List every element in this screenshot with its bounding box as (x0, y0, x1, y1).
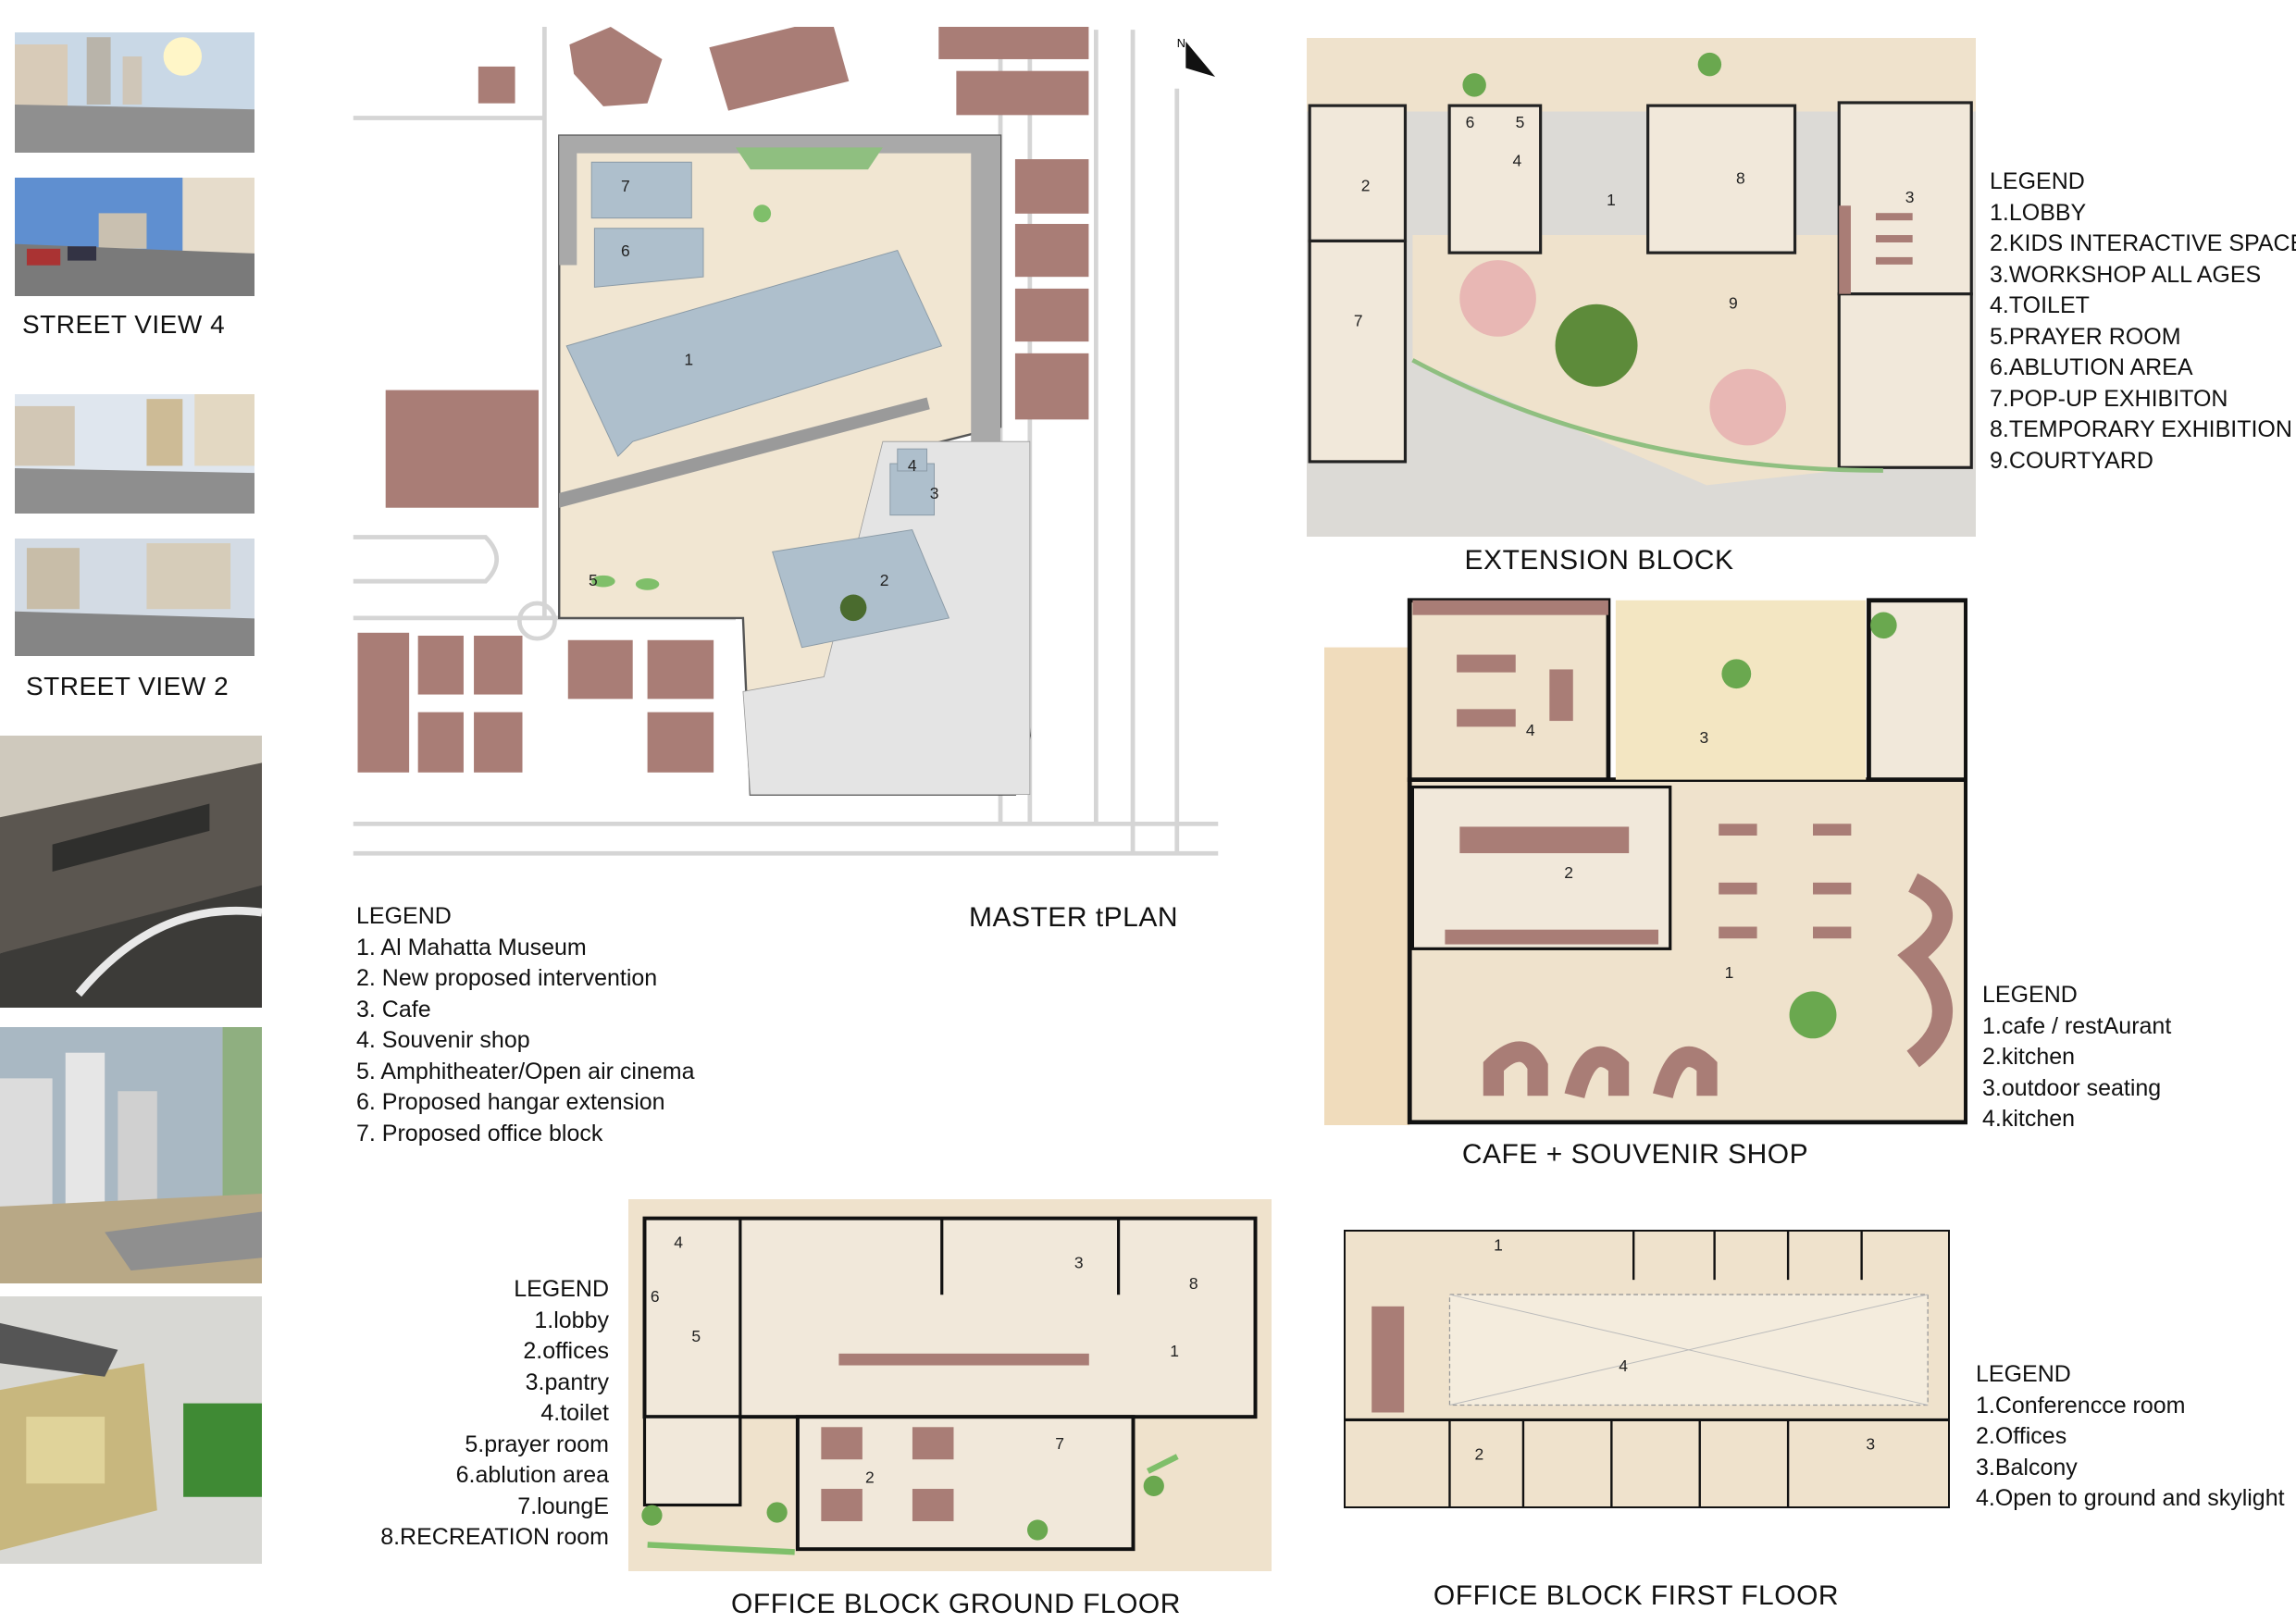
legend-item: 6. Proposed hangar extension (356, 1089, 665, 1115)
office-first-floor-plan: 1 2 3 4 (1344, 1230, 1950, 1508)
plan-label: 3 (1700, 728, 1709, 747)
plan-label: 5 (1516, 113, 1525, 131)
street-photo (15, 32, 254, 153)
plan-label: 6 (621, 242, 630, 260)
legend-item: 9.COURTYARD (1990, 447, 2153, 474)
street-photo (15, 539, 254, 656)
extension-block-plan: 1 2 3 4 5 6 7 8 9 (1307, 38, 1976, 537)
plan-label: 9 (1729, 294, 1738, 313)
legend-item: 1.Conferencce room (1976, 1392, 2186, 1419)
plan-label: 8 (1189, 1274, 1198, 1293)
legend-item: 8.TEMPORARY EXHIBITION (1990, 416, 2292, 442)
legend-item: 2.Offices (1976, 1423, 2067, 1449)
cafe-plan: 1 2 3 4 (1324, 596, 1967, 1125)
plan-label: 3 (1905, 188, 1915, 206)
plan-label: 1 (684, 351, 693, 369)
plan-label: 3 (1074, 1254, 1084, 1272)
legend-item: 1.LOBBY (1990, 199, 2087, 226)
legend-heading: LEGEND (1976, 1361, 2071, 1387)
legend-item: 1.cafe / restAurant (1982, 1012, 2172, 1039)
plan-label: 2 (1361, 176, 1371, 194)
legend-item: 3.WORKSHOP ALL AGES (1990, 261, 2262, 288)
legend-item: 3.pantry (525, 1369, 609, 1395)
legend-heading: LEGEND (514, 1276, 609, 1302)
office-first-floor-title: OFFICE BLOCK FIRST FLOOR (1433, 1580, 1840, 1611)
plan-label: 3 (930, 484, 939, 502)
legend-item: 5.PRAYER ROOM (1990, 323, 2181, 350)
legend-item: 2.KIDS INTERACTIVE SPACE (1990, 230, 2296, 256)
legend-item: 4.TOILET (1990, 292, 2090, 318)
plan-label: 3 (1866, 1434, 1875, 1453)
office-first-floor-legend: LEGEND 1.Conferencce room 2.Offices 3.Ba… (1976, 1359, 2285, 1515)
plan-label: 4 (908, 456, 917, 475)
legend-item: 6.ABLUTION AREA (1990, 354, 2193, 380)
legend-heading: LEGEND (356, 903, 452, 929)
legend-item: 7.loungE (517, 1493, 609, 1519)
street-photo (15, 394, 254, 514)
plan-label: 5 (589, 571, 598, 589)
office-ground-floor-legend: LEGEND 1.lobby 2.offices 3.pantry 4.toil… (380, 1274, 609, 1554)
aerial-render (0, 736, 262, 1008)
plan-label: 4 (1526, 721, 1535, 739)
plan-label: 4 (674, 1233, 683, 1251)
legend-item: 7.POP-UP EXHIBITON (1990, 385, 2228, 412)
street-view-4-label: STREET VIEW 4 (22, 310, 226, 339)
legend-item: 2. New proposed intervention (356, 965, 658, 991)
legend-item: 3. Cafe (356, 996, 431, 1022)
plan-label: 4 (1512, 151, 1521, 169)
legend-item: 5. Amphitheater/Open air cinema (356, 1058, 695, 1084)
office-ground-floor-title: OFFICE BLOCK GROUND FLOOR (731, 1589, 1181, 1619)
site-render (0, 1296, 262, 1564)
extension-block-legend: LEGEND 1.LOBBY 2.KIDS INTERACTIVE SPACE … (1990, 167, 2296, 477)
legend-item: 6.ablution area (455, 1462, 609, 1488)
office-ground-floor-plan: 1 2 3 4 5 6 7 8 (628, 1199, 1272, 1571)
perspective-render (0, 1027, 262, 1283)
plan-label: 1 (1170, 1342, 1179, 1360)
legend-item: 5.prayer room (465, 1431, 609, 1457)
plan-label: 1 (1725, 963, 1734, 982)
cafe-title: CAFE + SOUVENIR SHOP (1461, 1139, 1809, 1170)
legend-item: 4.kitchen (1982, 1106, 2076, 1132)
master-plan-title: MASTER tPLAN (968, 902, 1179, 933)
plan-label: 2 (865, 1468, 875, 1487)
street-view-2-label: STREET VIEW 2 (26, 672, 230, 700)
street-photo (15, 178, 254, 296)
legend-item: 7. Proposed office block (356, 1120, 603, 1146)
legend-item: 2.offices (523, 1338, 609, 1364)
plan-label: 7 (1354, 312, 1363, 330)
legend-item: 2.kitchen (1982, 1044, 2076, 1070)
legend-item: 8.RECREATION room (380, 1524, 609, 1550)
plan-label: 7 (1055, 1434, 1064, 1453)
city-blocks (357, 27, 1089, 773)
plan-label: 1 (1494, 1235, 1503, 1254)
plan-label: 6 (651, 1287, 660, 1306)
master-plan-drawing: N 1 2 3 4 5 6 7 (353, 27, 1219, 883)
north-arrow-icon (1185, 41, 1216, 78)
plan-label: 2 (1474, 1444, 1483, 1463)
legend-item: 4.toilet (540, 1400, 609, 1426)
master-plan-legend: LEGEND 1. Al Mahatta Museum 2. New propo… (356, 901, 694, 1149)
north-label: N (1177, 36, 1185, 50)
plan-label: 8 (1736, 168, 1745, 187)
legend-item: 4.Open to ground and skylight (1976, 1485, 2285, 1511)
plan-label: 4 (1619, 1357, 1628, 1375)
legend-item: 1.lobby (534, 1307, 609, 1333)
legend-item: 4. Souvenir shop (356, 1027, 530, 1053)
plan-label: 2 (880, 571, 889, 589)
legend-item: 3.outdoor seating (1982, 1074, 2162, 1101)
plan-label: 2 (1564, 863, 1573, 882)
legend-heading: LEGEND (1982, 982, 2078, 1008)
legend-item: 3.Balcony (1976, 1454, 2078, 1481)
extension-block-title: EXTENSION BLOCK (1464, 545, 1734, 576)
plan-label: 5 (691, 1327, 701, 1345)
legend-item: 1. Al Mahatta Museum (356, 934, 587, 960)
plan-label: 1 (1607, 191, 1616, 209)
cafe-legend: LEGEND 1.cafe / restAurant 2.kitchen 3.o… (1982, 980, 2171, 1135)
plan-label: 6 (1466, 113, 1475, 131)
plan-label: 7 (621, 177, 630, 195)
legend-heading: LEGEND (1990, 168, 2085, 194)
